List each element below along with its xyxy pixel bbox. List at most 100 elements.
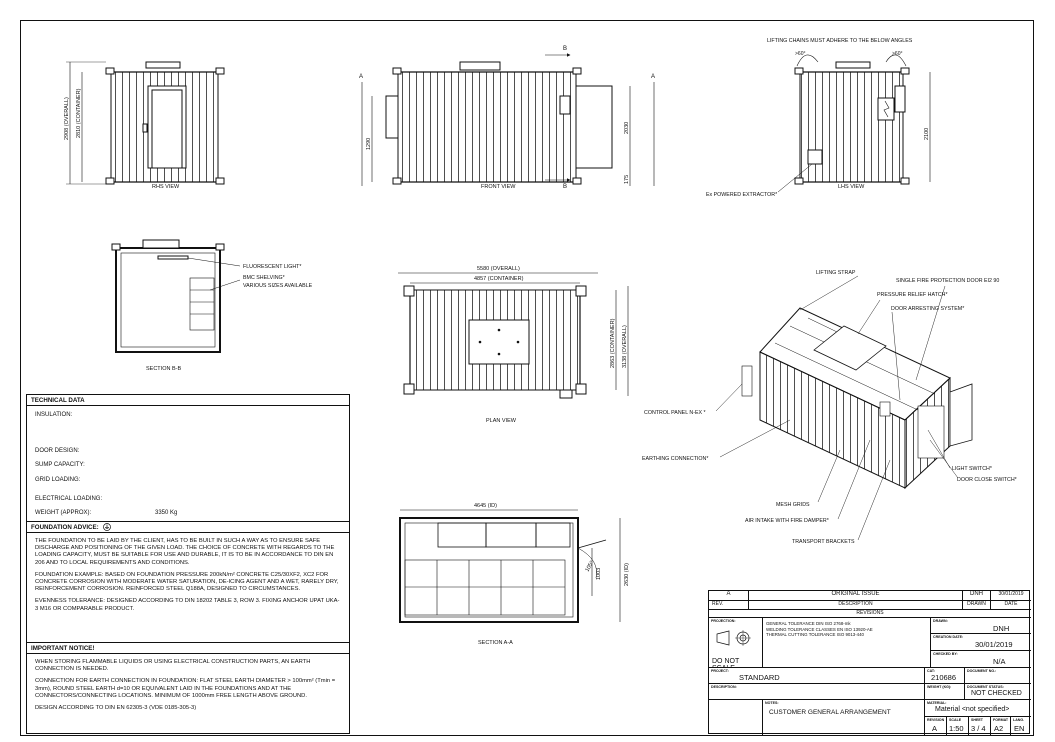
do-not-scale: DO NOT SCALE: [712, 658, 740, 667]
rhs-view-label: RHS VIEW: [152, 184, 180, 190]
door-arresting-callout: DOOR ARRESTING SYSTEM*: [891, 306, 964, 312]
fire-door-callout: SINGLE FIRE PROTECTION DOOR EI2 90: [896, 278, 999, 284]
section-marker-a-right: A: [651, 74, 655, 80]
fluorescent-callout: FLUORESCENT LIGHT*: [243, 264, 301, 270]
cat-label: CAT:: [927, 669, 935, 673]
format-label: FORMAT: [993, 718, 1009, 722]
rev-drawn-by: DNH: [963, 591, 991, 601]
foundation-paragraph-1: THE FOUNDATION TO BE LAID BY THE CLIENT,…: [35, 538, 335, 566]
door-close-callout: DOOR CLOSE SWITCH*: [957, 477, 1017, 483]
cat-value: 210686: [931, 673, 957, 682]
projection-symbol-icon: [716, 630, 751, 646]
technical-data-panel: TECHNICAL DATA INSULATION: DOOR DESIGN: …: [26, 394, 350, 522]
format-value: A2: [994, 724, 1004, 733]
drawn-value: DNH: [993, 624, 1010, 633]
notice-paragraph-2: CONNECTION FOR EARTH CONNECTION IN FOUND…: [35, 678, 336, 699]
plan-dim-overall: 5580 (OVERALL): [477, 266, 520, 272]
plan-dim-3138: 3138 (OVERALL): [622, 325, 628, 368]
title-block: A ORIGINAL ISSUE DNH 30/01/2019 REV. DES…: [708, 590, 1031, 735]
scale-label: SCALE: [949, 718, 962, 722]
plan-view-label: PLAN VIEW: [486, 418, 517, 424]
ex-extractor-callout: Ex POWERED EXTRACTOR*: [706, 192, 777, 198]
rhs-view: [66, 61, 225, 185]
notice-paragraph-3: DESIGN ACCORDING TO DIN EN 62305-3 (VDE …: [35, 705, 197, 712]
revision-value: A: [932, 724, 938, 733]
plan-dim-container: 4857 (CONTAINER): [474, 276, 524, 282]
earth-symbol-icon: [102, 523, 111, 531]
plan-view: [398, 272, 629, 399]
insulation-label: INSULATION:: [35, 412, 73, 418]
rhs-dim-container: 2810 (CONTAINER): [76, 88, 82, 138]
material-label: MATERIAL:: [927, 701, 947, 705]
front-dim-175: 175: [624, 175, 630, 184]
creation-cell: CREATION DATE: 30/01/2019: [931, 634, 1031, 651]
rev-header: REV.: [709, 601, 749, 610]
foundation-paragraph-3: EVENNESS TOLERANCE: DESIGNED ACCORDING T…: [35, 598, 340, 612]
projection-cell: PROJECTION: DO NOT SCALE: [709, 618, 763, 668]
aa-dim-width: 4645 (ID): [474, 503, 497, 509]
front-view-label: FRONT VIEW: [481, 184, 516, 190]
foundation-title: FOUNDATION ADVICE:: [31, 523, 99, 531]
blank-cell: [709, 700, 763, 735]
notice-paragraph-1: WHEN STORING FLAMMABLE LIQUIDS OR USING …: [35, 659, 311, 673]
lifting-chains-note: LIFTING CHAINS MUST ADHERE TO THE BELOW …: [767, 38, 913, 44]
rev-date: 30/01/2019: [991, 591, 1031, 601]
notes-cell: NOTES: CUSTOMER GENERAL ARRANGEMENT: [763, 700, 925, 735]
section-bb-view: [111, 239, 241, 353]
technical-data-title: TECHNICAL DATA: [27, 395, 349, 406]
description-label: DESCRIPTION:: [711, 685, 737, 689]
front-view: [361, 53, 655, 186]
checked-value: N/A: [993, 657, 1006, 666]
format-cell: FORMAT A2: [991, 717, 1011, 735]
air-intake-callout: AIR INTAKE WITH FIRE DAMPER*: [745, 518, 829, 524]
sheet-value: 3 / 4: [971, 724, 986, 733]
docno-cell: DOCUMENT NO.:: [965, 668, 1031, 684]
mesh-grids-callout: MESH GRIDS: [776, 502, 810, 508]
projection-label: PROJECTION:: [711, 619, 736, 623]
angle-60-left: >60°: [795, 51, 805, 57]
foundation-paragraph-2: FOUNDATION EXAMPLE: BASED ON FOUNDATION …: [35, 571, 339, 593]
rhs-dim-overall: 2908 (OVERALL): [64, 97, 70, 140]
various-sizes-callout: VARIOUS SIZES AVAILABLE: [243, 283, 313, 289]
lhs-dim-2100: 2100: [924, 128, 930, 140]
front-dim-1290: 1290: [366, 138, 372, 150]
checked-cell: CHECKED BY: N/A: [931, 651, 1031, 668]
status-label: DOCUMENT STATUS:: [967, 685, 1004, 689]
drawing-frame: [20, 20, 1034, 736]
door-design-label: DOOR DESIGN:: [35, 448, 80, 454]
description-cell: DESCRIPTION:: [709, 684, 925, 700]
bmc-shelving-callout: BMC SHELVING*: [243, 275, 285, 281]
rev-description: ORIGINAL ISSUE: [749, 591, 963, 601]
lang-value: EN: [1014, 724, 1025, 733]
section-marker-b-bottom: B: [563, 184, 567, 190]
docno-label: DOCUMENT NO.:: [967, 669, 997, 673]
front-dim-2030: 2030: [624, 122, 630, 134]
desc-header: DESCRIPTION: [749, 601, 963, 610]
section-aa-view: [399, 509, 621, 623]
section-aa-label: SECTION A-A: [478, 640, 513, 646]
plan-dim-2863: 2863 (CONTAINER): [610, 318, 616, 368]
status-cell: DOCUMENT STATUS: NOT CHECKED: [965, 684, 1031, 700]
weight-cell: WEIGHT (Kg):: [925, 684, 965, 700]
revisions-header: REVISIONS: [709, 610, 1031, 618]
creation-label: CREATION DATE:: [933, 635, 964, 639]
aa-dim-door: 1003: [596, 568, 602, 580]
isometric-view: [715, 275, 973, 541]
drawn-header: DRAWN: [963, 601, 991, 610]
material-cell: MATERIAL: Material <not specified>: [925, 700, 1031, 717]
weight-value: 3350 Kg: [155, 510, 178, 516]
transport-callout: TRANSPORT BRACKETS: [792, 539, 855, 545]
creation-value: 30/01/2019: [975, 640, 1013, 649]
aa-dim-height: 2630 (ID): [624, 563, 630, 586]
section-marker-b-top: B: [563, 46, 567, 52]
lang-label: LANG.: [1013, 718, 1025, 722]
sheet-cell: SHEET 3 / 4: [969, 717, 991, 735]
checked-label: CHECKED BY:: [933, 652, 958, 656]
notes-value: CUSTOMER GENERAL ARRANGEMENT: [769, 709, 891, 716]
electrical-loading-label: ELECTRICAL LOADING:: [35, 496, 103, 502]
control-panel-callout: CONTROL PANEL N-EX *: [644, 410, 706, 416]
sump-capacity-label: SUMP CAPACITY:: [35, 462, 85, 468]
light-switch-callout: LIGHT SWITCH*: [952, 466, 992, 472]
material-value: Material <not specified>: [935, 706, 1010, 713]
